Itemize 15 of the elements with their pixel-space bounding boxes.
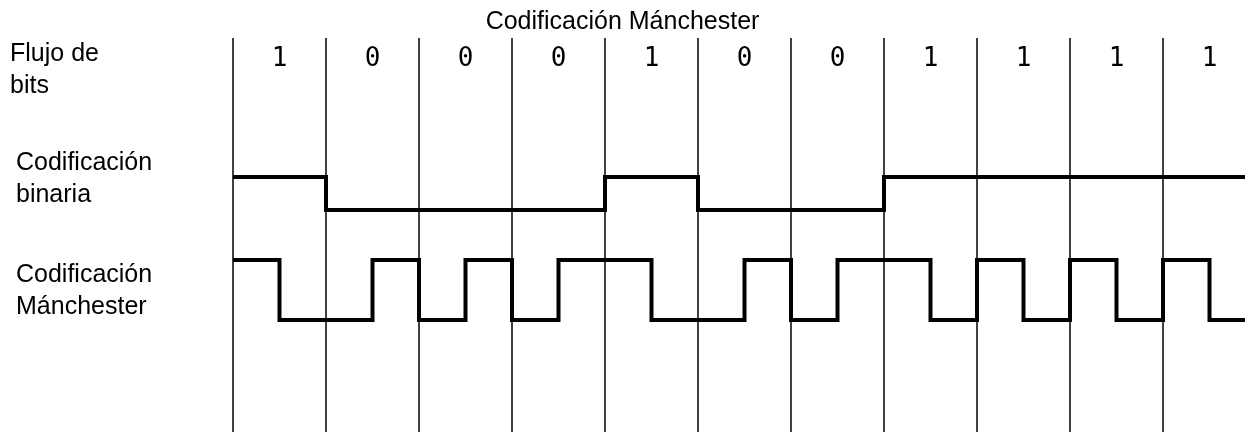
bit-value: 1 [642,42,661,72]
row-label: Flujo de bits [10,37,100,100]
bit-value: 1 [1107,42,1126,72]
bit-value: 0 [735,42,754,72]
diagram-title: Codificación Mánchester [484,6,761,35]
row-label: Codificación Mánchester [16,258,154,321]
bit-value: 0 [549,42,568,72]
row-label: Codificación binaria [16,146,154,209]
bit-value: 1 [921,42,940,72]
bit-value: 1 [1014,42,1033,72]
bit-value: 0 [456,42,475,72]
bit-value: 1 [1200,42,1219,72]
bit-value: 0 [363,42,382,72]
bit-value: 1 [270,42,289,72]
bit-value: 0 [828,42,847,72]
